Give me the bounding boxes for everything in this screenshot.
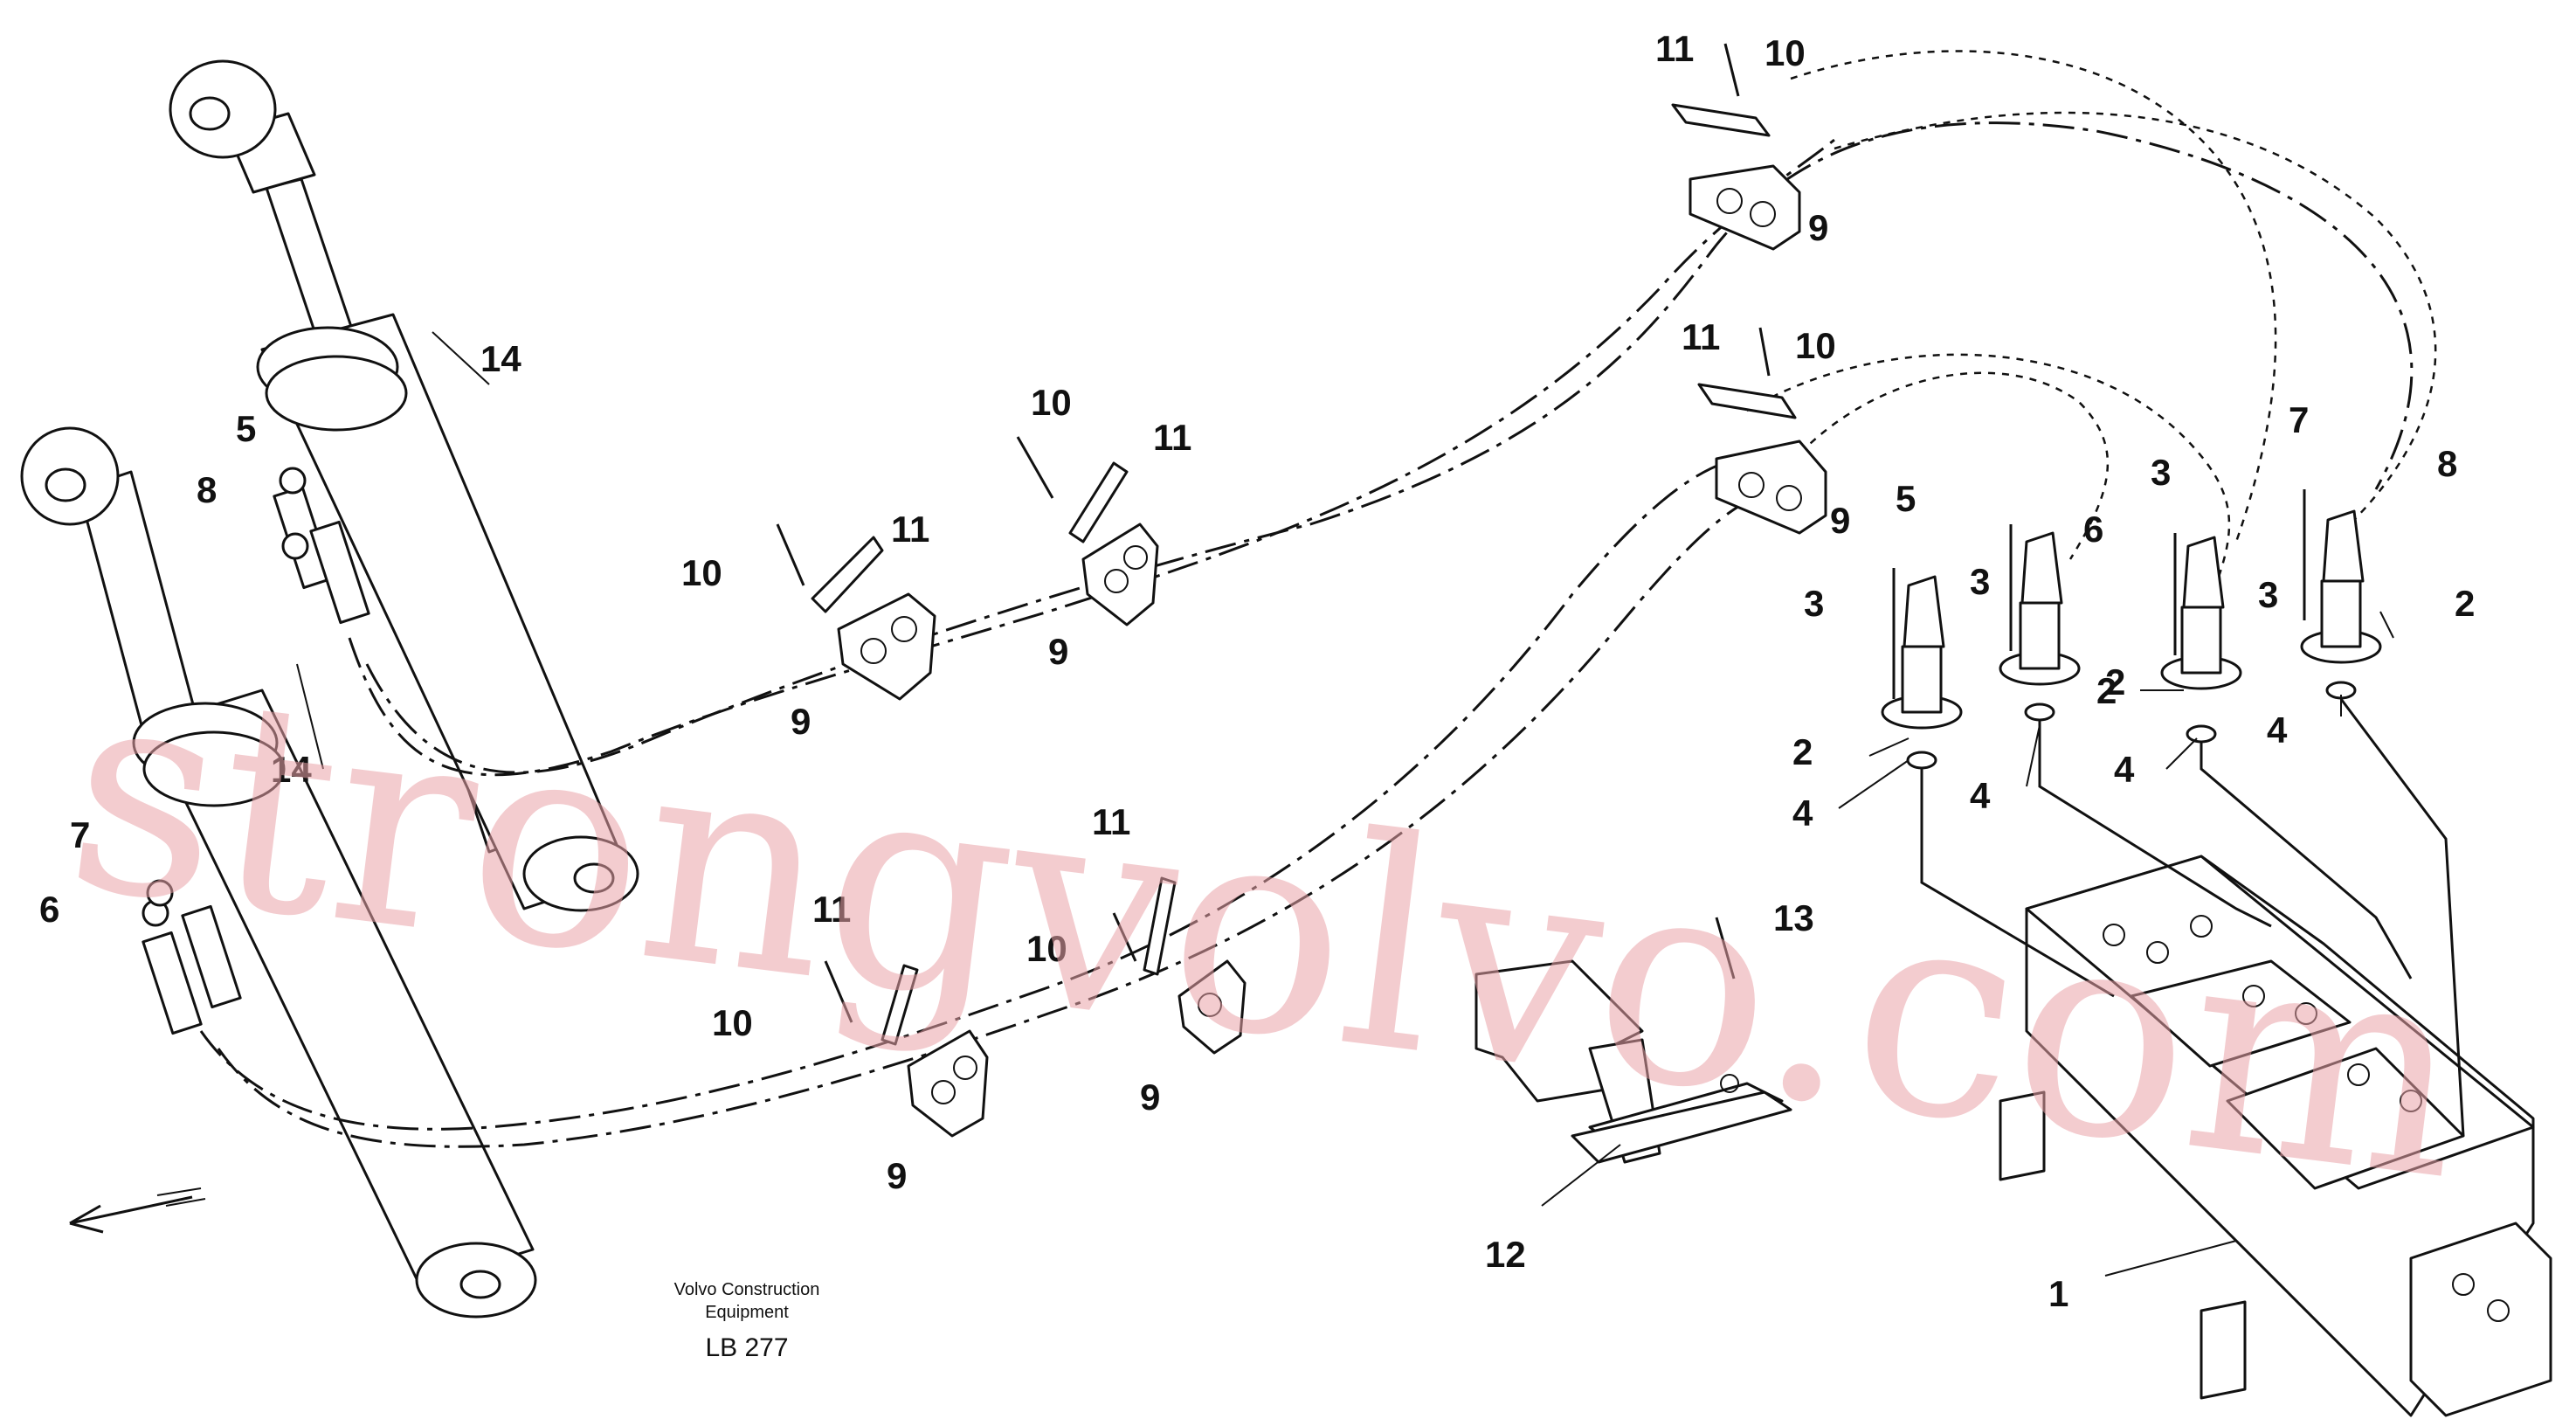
callout-9: 9 (1048, 631, 1068, 672)
clamp-low-1 (824, 960, 989, 1138)
callout-5: 5 (236, 408, 256, 449)
caption: Volvo Construction Equipment LB 277 (674, 1280, 820, 1362)
clamp-mid-2 (1016, 436, 1159, 626)
valve-connector-3 (2160, 533, 2242, 744)
clamp-top-2 (1697, 327, 1827, 535)
callout-3: 3 (1804, 583, 1824, 624)
callout-3: 3 (2258, 574, 2278, 615)
bracket (1474, 917, 1792, 1164)
caption-code: LB 277 (705, 1333, 788, 1362)
callout-2: 2 (1792, 731, 1813, 772)
callout-10: 10 (1765, 32, 1806, 73)
callout-4: 4 (1970, 775, 1991, 816)
hoses (199, 50, 2437, 1148)
callout-2: 2 (2096, 670, 2117, 711)
callout-leaders (296, 331, 2394, 1277)
callout-4: 4 (1792, 793, 1813, 834)
callout-11: 11 (1153, 417, 1191, 458)
caption-line-2: Equipment (705, 1303, 789, 1322)
valve-connector-4 (2300, 489, 2382, 700)
callout-3: 3 (2151, 452, 2171, 493)
callout-13: 13 (1773, 897, 1814, 938)
callout-14: 14 (480, 338, 521, 379)
callout-9: 9 (887, 1155, 907, 1196)
callout-9: 9 (1830, 500, 1850, 541)
hydraulic-cylinder-upper (169, 59, 639, 912)
clamp-low-2 (1112, 876, 1247, 1055)
callout-11: 11 (1682, 316, 1720, 357)
callout-labels: 1 2 2 2 2 3 3 3 3 4 4 4 4 5 5 6 6 7 7 8 … (39, 28, 2475, 1314)
callout-12: 12 (1485, 1234, 1526, 1275)
callout-1: 1 (2048, 1273, 2068, 1314)
callout-9: 9 (1140, 1076, 1160, 1118)
valve-block (1999, 855, 2552, 1417)
callout-6: 6 (2083, 509, 2103, 550)
callout-11: 11 (1655, 28, 1694, 69)
callout-11: 11 (812, 889, 851, 930)
callout-10: 10 (1031, 382, 1072, 423)
callout-9: 9 (1808, 207, 1828, 248)
callout-10: 10 (1026, 928, 1067, 969)
fittings-lower (142, 879, 242, 1035)
callout-3: 3 (1970, 561, 1990, 602)
callout-4: 4 (2267, 710, 2288, 751)
clamp-mid-1 (776, 523, 936, 701)
callout-11: 11 (1092, 801, 1130, 842)
callout-10: 10 (681, 552, 722, 593)
callout-2: 2 (2105, 661, 2125, 703)
callout-4: 4 (2114, 749, 2135, 790)
valve-connector-1 (1881, 568, 1963, 770)
callout-8: 8 (197, 469, 217, 510)
callout-10: 10 (1795, 325, 1836, 366)
fittings-upper (273, 467, 370, 625)
callout-11: 11 (891, 509, 929, 550)
callout-6: 6 (39, 889, 59, 930)
callout-10: 10 (712, 1002, 753, 1043)
callout-5: 5 (1896, 478, 1916, 519)
callout-7: 7 (2289, 399, 2309, 440)
clamp-top-1 (1671, 43, 1801, 251)
pilot-lines (1920, 698, 2465, 1137)
callout-14: 14 (271, 749, 312, 790)
callout-7: 7 (70, 814, 90, 855)
valve-connector-2 (1999, 524, 2081, 722)
callout-8: 8 (2437, 443, 2457, 484)
callout-2: 2 (2455, 583, 2475, 624)
direction-arrow-icon (69, 1187, 206, 1234)
callout-9: 9 (791, 701, 811, 742)
caption-line-1: Volvo Construction (674, 1280, 820, 1299)
hydraulic-cylinder-lower (20, 426, 537, 1319)
